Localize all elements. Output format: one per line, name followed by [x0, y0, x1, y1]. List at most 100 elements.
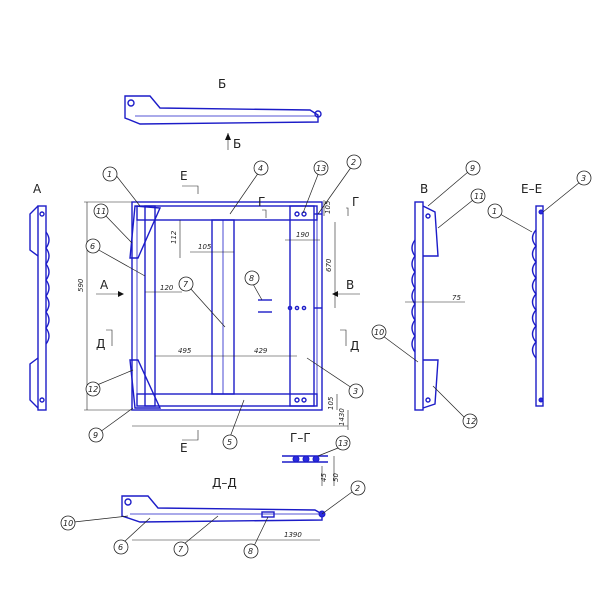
d-callout-8: 8 — [248, 547, 253, 556]
callout-circle — [253, 160, 269, 176]
arrow-b-head — [225, 133, 231, 140]
detail-g-bolt — [292, 455, 300, 463]
view-a-wave — [45, 231, 50, 345]
callout-circle — [470, 188, 486, 204]
callout-circle — [243, 543, 259, 559]
bolt — [301, 305, 307, 311]
view-e-hole — [538, 209, 544, 215]
main-plan-view: 590 112 105 190 670 120 495 429 105 1430… — [77, 169, 360, 455]
cut-d-right-label: Д — [350, 339, 359, 353]
cut-g-left-mark — [262, 209, 267, 218]
v-callout-12: 12 — [466, 417, 476, 426]
bolt — [301, 397, 307, 403]
view-v-right: В 75 9 11 10 12 — [371, 160, 486, 429]
e-callout-3: 3 — [581, 174, 586, 183]
left-member — [144, 205, 156, 407]
dim-1390: 1390 — [284, 531, 302, 539]
callout-13: 13 — [316, 164, 326, 173]
dim-670: 670 — [325, 258, 333, 272]
leader — [306, 357, 353, 389]
callout-11: 11 — [96, 207, 106, 216]
dim-105-bottom: 105 — [327, 396, 335, 410]
callout-circle — [244, 270, 260, 286]
cut-e-bottom-label: Е — [180, 441, 188, 455]
view-a-left: А — [29, 182, 50, 411]
view-v-wave — [411, 239, 416, 353]
callout-circle — [465, 160, 481, 176]
arrow-v-head — [332, 291, 338, 297]
view-e-rail — [535, 205, 544, 407]
e-callout-1: 1 — [492, 207, 497, 216]
v-callout-10: 10 — [374, 328, 384, 337]
detail-g: Г–Г 45 50 13 — [282, 431, 351, 486]
detail-g-bolt — [312, 455, 320, 463]
d-callout-6: 6 — [118, 543, 123, 552]
callout-circle — [93, 203, 109, 219]
leader — [317, 165, 353, 215]
callout-circle — [350, 480, 366, 496]
callout-8: 8 — [249, 274, 254, 283]
dim-105-top: 105 — [198, 243, 212, 251]
leader — [321, 491, 353, 515]
cut-g-right-label: Г — [352, 195, 359, 209]
callout-9: 9 — [93, 431, 98, 440]
callout-circle — [178, 276, 194, 292]
cut-g-right-mark — [346, 207, 349, 216]
view-a-hole — [39, 211, 45, 217]
d-callout-7: 7 — [178, 545, 184, 554]
callout-1: 1 — [107, 170, 112, 179]
cut-g-left-label: Г — [258, 195, 265, 209]
dim-50: 50 — [332, 473, 340, 482]
v-callout-9: 9 — [470, 164, 475, 173]
dim-429: 429 — [254, 347, 268, 355]
bolt — [287, 305, 293, 311]
leader — [183, 515, 219, 545]
bolt — [301, 211, 307, 217]
view-a-bracket-top — [29, 205, 39, 257]
view-a-hole — [39, 397, 45, 403]
d-callout-10: 10 — [63, 519, 73, 528]
view-v-label: В — [420, 182, 428, 196]
view-v-rail — [414, 201, 424, 411]
leader — [427, 171, 469, 207]
view-b-hole-right — [314, 110, 322, 118]
arrow-a-head — [118, 291, 124, 297]
callout-6: 6 — [90, 242, 95, 251]
arrow-v-label: В — [346, 278, 354, 292]
view-b-hole — [127, 99, 135, 107]
view-e-hole — [538, 397, 544, 403]
bolt — [294, 397, 300, 403]
g-callout-13: 13 — [338, 439, 348, 448]
view-d-label: Д–Д — [212, 476, 237, 490]
leader — [229, 171, 260, 215]
callout-3: 3 — [353, 387, 358, 396]
leader — [432, 385, 466, 419]
leader — [105, 215, 133, 244]
view-d-block — [261, 511, 275, 518]
dim-45: 45 — [320, 473, 328, 482]
leader — [252, 283, 263, 301]
dim-120: 120 — [160, 284, 174, 292]
dim-112: 112 — [170, 230, 178, 244]
leader — [114, 173, 141, 207]
leader — [382, 335, 419, 363]
callout-12: 12 — [88, 385, 98, 394]
gusset-bottom — [129, 359, 162, 409]
cut-e-top-label: Е — [180, 169, 188, 183]
d-callout-2: 2 — [355, 484, 360, 493]
view-v-bracket-top — [422, 205, 439, 257]
callout-circle — [313, 160, 329, 176]
leader — [73, 515, 129, 523]
arrow-b-label: Б — [233, 137, 241, 151]
leader — [96, 248, 146, 277]
callout-4: 4 — [258, 164, 263, 173]
leader — [189, 287, 226, 328]
detail-g-bolt — [302, 455, 310, 463]
cut-e-top-mark — [182, 185, 199, 194]
cut-d-left-mark — [106, 329, 113, 346]
bolt — [294, 305, 300, 311]
leader — [437, 199, 474, 229]
view-e-section: Е–Е 3 1 — [487, 170, 592, 407]
view-a-bracket-bottom — [29, 357, 39, 409]
callout-circle — [462, 413, 478, 429]
